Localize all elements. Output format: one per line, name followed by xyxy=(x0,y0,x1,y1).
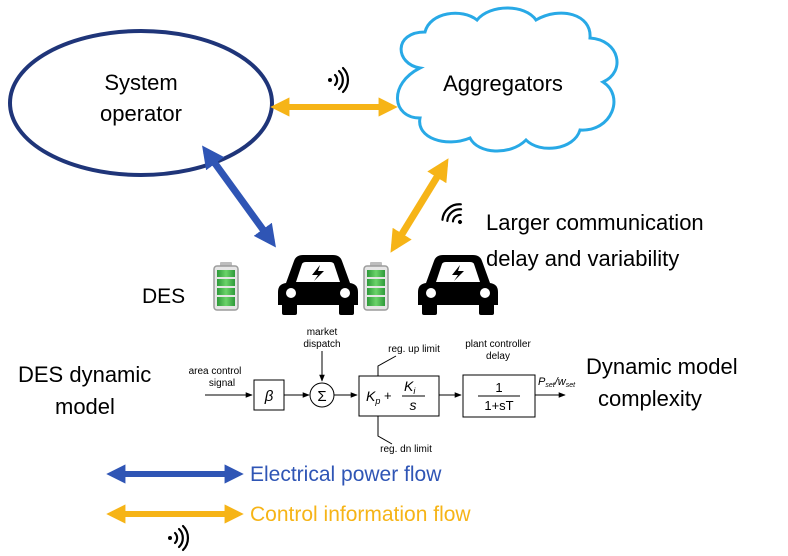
pi-kp: Kp xyxy=(366,388,380,406)
plant-tf-denominator: 1+sT xyxy=(484,398,513,413)
pi-ki-symbol: K xyxy=(404,378,414,394)
annotation-line1: Larger communication xyxy=(486,210,704,235)
des-dynamic-model-line2: model xyxy=(55,394,115,419)
input-label-line2: signal xyxy=(209,378,235,389)
des-dynamic-model-line1: DES dynamic xyxy=(18,362,151,387)
pi-up-limit-line xyxy=(377,355,397,376)
legend: Electrical power flow Control informatio… xyxy=(106,463,471,552)
market-dispatch-line2: dispatch xyxy=(303,339,340,350)
aggregators-node: Aggregators xyxy=(396,6,619,153)
sum-symbol: Σ xyxy=(317,388,326,405)
output-p: P xyxy=(538,376,546,388)
aggregators-label: Aggregators xyxy=(443,71,563,96)
plant-delay-line2: delay xyxy=(486,351,510,362)
pi-kp-symbol: K xyxy=(366,388,376,404)
battery-icon xyxy=(363,261,389,311)
pi-kp-subscript: p xyxy=(374,396,380,406)
system-operator-node: System operator xyxy=(8,29,274,177)
pi-dn-limit-line xyxy=(377,416,393,445)
battery-icon xyxy=(213,261,239,311)
annotation-line2: delay and variability xyxy=(486,246,679,271)
wireless-signal-icon xyxy=(438,199,472,233)
control-block-diagram: area control signal β market dispatch Σ … xyxy=(189,327,576,455)
legend-electrical-label: Electrical power flow xyxy=(250,463,442,486)
pi-plus: + xyxy=(384,388,392,403)
plant-delay-line1: plant controller xyxy=(465,339,531,350)
dn-limit-label: reg. dn limit xyxy=(380,444,432,455)
dynamic-model-complexity-line1: Dynamic model xyxy=(586,354,738,379)
pi-s: s xyxy=(410,397,417,413)
wireless-signal-icon xyxy=(166,524,190,552)
system-operator-label-line2: operator xyxy=(100,101,182,126)
pi-controller-block xyxy=(358,375,440,417)
des-label: DES xyxy=(142,285,185,308)
output-w-sub: set xyxy=(566,382,576,389)
up-limit-label: reg. up limit xyxy=(388,344,440,355)
electrical-flow-arrow-diagonal xyxy=(202,145,276,248)
output-label: Pset/wset xyxy=(538,376,576,389)
input-label-line1: area control xyxy=(189,366,242,377)
plant-tf-numerator: 1 xyxy=(495,380,502,395)
control-flow-arrow-diagonal xyxy=(390,158,449,253)
legend-control-label: Control information flow xyxy=(250,503,471,526)
wireless-signal-icon xyxy=(326,66,350,94)
market-dispatch-line1: market xyxy=(307,327,338,338)
system-operator-label-line1: System xyxy=(104,70,177,95)
beta-symbol: β xyxy=(264,388,274,405)
output-p-sub: set xyxy=(545,382,555,389)
output-w: /w xyxy=(554,376,567,388)
electric-car-icon xyxy=(278,255,358,315)
pi-ki: Ki xyxy=(404,378,416,396)
pi-ki-subscript: i xyxy=(413,386,416,396)
dynamic-model-complexity-line2: complexity xyxy=(598,386,702,411)
